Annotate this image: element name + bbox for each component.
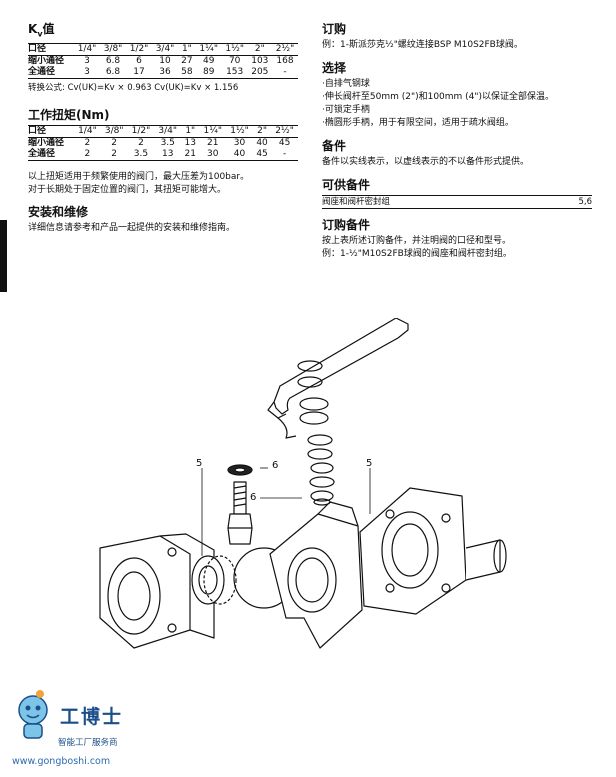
install-title: 安装和维修 [28, 205, 89, 220]
callout-seat-right: 5 [366, 458, 373, 469]
left-seat [191, 555, 237, 605]
torque-table: 口径 1/4"3/8"1/2" 3/4"1"1¼" 1½"2"2½" 缩小通径 … [28, 125, 298, 162]
kv-title: Kv值 [28, 22, 55, 39]
logo-subtitle: 智能工厂服务商 [58, 738, 118, 748]
section-side-tab [0, 220, 7, 292]
callout-seal-top: 6 [272, 460, 279, 471]
available-spares-ref: 5,6 [578, 197, 592, 207]
available-spares-item: 阀座和阀杆密封组 [322, 197, 391, 207]
available-spares-row: 阀座和阀杆密封组 5,6 [322, 195, 592, 209]
torque-note-1: 以上扭矩适用于频繁使用的阀门，最大压差为100bar。 [28, 172, 250, 183]
order-title: 订购 [322, 22, 347, 36]
spares-title: 备件 [322, 139, 347, 153]
order-spares-text-1: 按上表所述订购备件，并注明阀的口径和型号。 [322, 236, 512, 246]
right-end-connector [359, 487, 467, 615]
callout-seat-left: 5 [196, 458, 203, 469]
order-text: 例：1-斯派莎克½"螺纹连接BSP M10S2FB球阀。 [322, 40, 523, 50]
order-spares-title: 订购备件 [322, 218, 371, 232]
gongboshi-logo[interactable]: 工博士 智能工厂服务商 www.gongboshi.com [8, 688, 168, 774]
list-item: ·椭圆形手柄，用于有限空间，适用于疏水阀组。 [322, 118, 514, 128]
available-spares-title: 可供备件 [322, 178, 371, 192]
valve-exploded-drawing: 5 6 6 5 [90, 317, 510, 674]
order-spares-text-2: 例：1-½"M10S2FB球阀的阀座和阀杆密封组。 [322, 249, 512, 259]
right-column: 订购 例：1-斯派莎克½"螺纹连接BSP M10S2FB球阀。 选择 ·自排气钢… [322, 22, 592, 261]
left-column: Kv值 口径 1/4"3/8"1/2" 3/4"1"1¼" 1½"2"2½" 缩… [28, 22, 300, 235]
torque-note-2: 对于长期处于固定位置的阀门，其扭矩可能增大。 [28, 185, 227, 196]
handle-lever [273, 317, 409, 415]
list-item: ·伸长阀杆至50mm (2")和100mm (4")以保证全部保温。 [322, 92, 555, 102]
torque-header-row: 口径 1/4"3/8"1/2" 3/4"1"1¼" 1½"2"2½" [28, 125, 298, 139]
kv-table: 口径 1/4"3/8"1/2" 3/4"1"1¼" 1½"2"2½" 缩小通径 … [28, 43, 298, 80]
spares-text: 备件以实线表示，以虚线表示的不以备件形式提供。 [322, 157, 530, 167]
callout-seal-mid: 6 [250, 492, 257, 503]
logo-url[interactable]: www.gongboshi.com [12, 756, 111, 767]
stem-bolt [227, 464, 253, 545]
list-item: ·可锁定手柄 [322, 105, 370, 115]
logo-name: 工博士 [60, 706, 124, 728]
conversion-formula: 转换公式: Cv(UK)=Kv × 0.963 Cv(UK)=Kv × 1.15… [28, 83, 239, 94]
options-title: 选择 [322, 61, 347, 75]
kv-header-row: 口径 1/4"3/8"1/2" 3/4"1"1¼" 1½"2"2½" [28, 43, 298, 57]
torque-title: 工作扭矩(Nm) [28, 108, 110, 123]
list-item: ·自排气钢球 [322, 79, 370, 89]
left-end-connector [99, 533, 215, 649]
install-text: 详细信息请参考和产品一起提供的安装和维修指南。 [28, 223, 236, 234]
